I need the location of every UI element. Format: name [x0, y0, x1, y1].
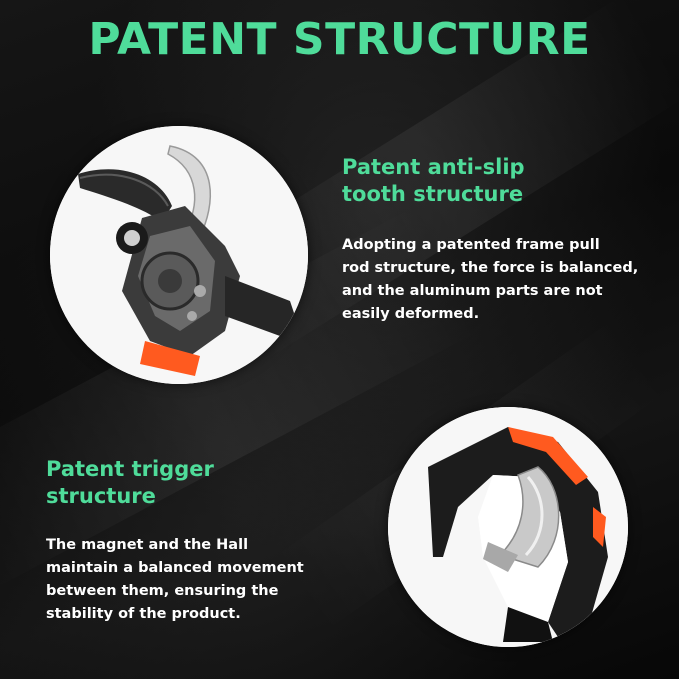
page-title: PATENT STRUCTURE — [88, 14, 591, 65]
feature-2-description-line: stability of the product. — [46, 606, 241, 622]
feature-1-description-line: and the aluminum parts are not — [342, 283, 603, 299]
feature-2-heading: Patent trigger structure — [46, 456, 346, 510]
pruner-blade-pivot-closeup — [50, 126, 308, 384]
feature-2-description-line: maintain a balanced movement — [46, 560, 304, 576]
feature-1-description: Adopting a patented frame pull rod struc… — [342, 234, 667, 326]
trigger-handle-photo — [388, 407, 628, 647]
feature-1-heading: Patent anti-slip tooth structure — [342, 154, 642, 208]
feature-1-heading-line-1: Patent anti-slip — [342, 155, 525, 179]
feature-1-description-line: Adopting a patented frame pull — [342, 237, 600, 253]
blade-pivot-photo — [50, 126, 308, 384]
feature-1-heading-line-2: tooth structure — [342, 182, 524, 206]
feature-1-description-line: rod structure, the force is balanced, — [342, 260, 639, 276]
feature-2-description-line: between them, ensuring the — [46, 583, 279, 599]
feature-2-heading-line-1: Patent trigger — [46, 457, 214, 481]
feature-2-description: The magnet and the Hall maintain a balan… — [46, 534, 371, 626]
feature-2-description-line: The magnet and the Hall — [46, 537, 249, 553]
pruner-trigger-handle-closeup — [388, 407, 628, 647]
feature-1-description-line: easily deformed. — [342, 306, 480, 322]
feature-2-heading-line-2: structure — [46, 484, 156, 508]
